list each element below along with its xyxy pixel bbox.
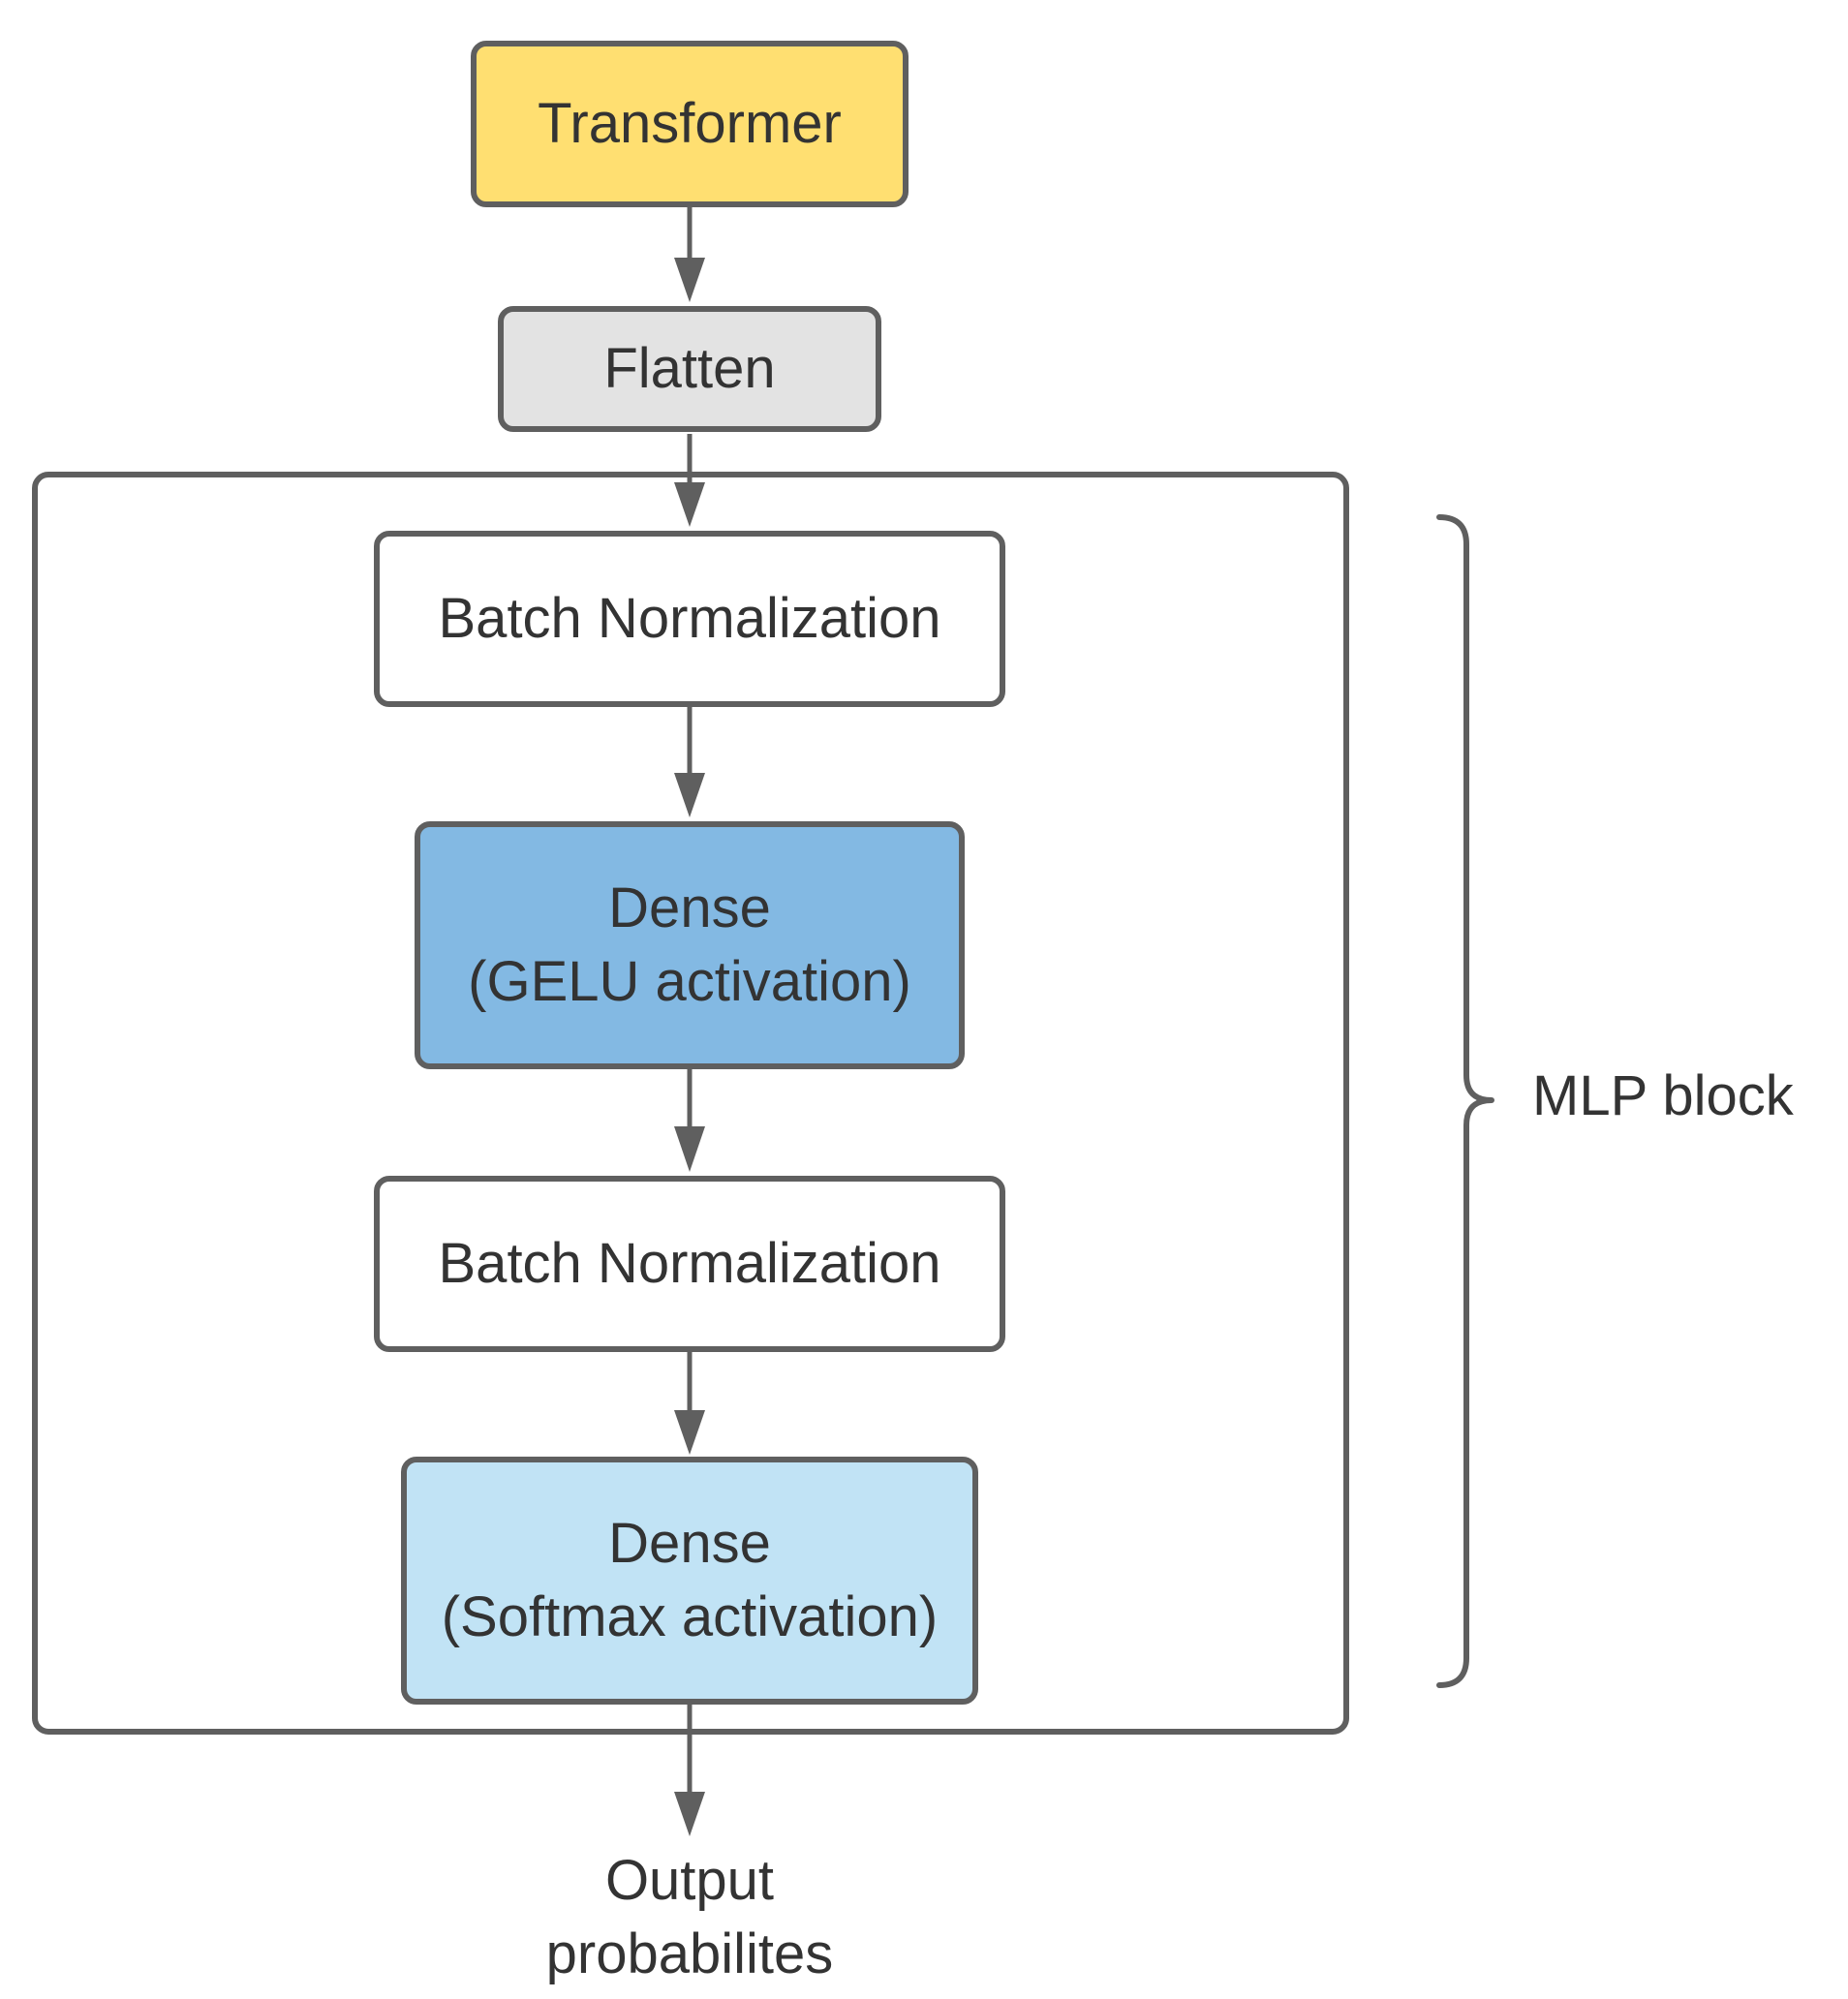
dense-gelu-title: Dense (608, 876, 771, 939)
mlp-block-text: MLP block (1532, 1064, 1794, 1127)
flatten-node: Flatten (498, 306, 881, 432)
batch-normalization-node-1: Batch Normalization (374, 531, 1005, 707)
dense-softmax-title: Dense (608, 1512, 771, 1575)
dense-softmax-activation: (Softmax activation) (441, 1585, 939, 1648)
arrowhead-batchnorm2 (674, 1126, 705, 1172)
output-line-2: probabilites (545, 1922, 834, 1985)
output-probabilities-label: Output probabilites (496, 1844, 883, 1991)
dense-gelu-activation: (GELU activation) (468, 950, 911, 1013)
arrowhead-dense-softmax (674, 1410, 705, 1455)
arrowhead-batchnorm1 (674, 482, 705, 527)
batch-normalization-label-1: Batch Normalization (438, 587, 941, 650)
mlp-block-label: MLP block (1532, 1060, 1794, 1133)
flatten-label: Flatten (603, 337, 776, 400)
output-line-1: Output (604, 1849, 775, 1912)
arrowhead-output (674, 1792, 705, 1836)
arrowhead-dense-gelu (674, 773, 705, 817)
dense-gelu-node: Dense (GELU activation) (415, 821, 965, 1069)
connectors (674, 205, 705, 1836)
transformer-node: Transformer (471, 41, 909, 207)
dense-softmax-node: Dense (Softmax activation) (401, 1457, 978, 1705)
batch-normalization-label-2: Batch Normalization (438, 1232, 941, 1295)
transformer-label: Transformer (538, 92, 842, 155)
mlp-block-brace (1436, 514, 1494, 1688)
batch-normalization-node-2: Batch Normalization (374, 1176, 1005, 1352)
arrowhead-flatten (674, 258, 705, 302)
